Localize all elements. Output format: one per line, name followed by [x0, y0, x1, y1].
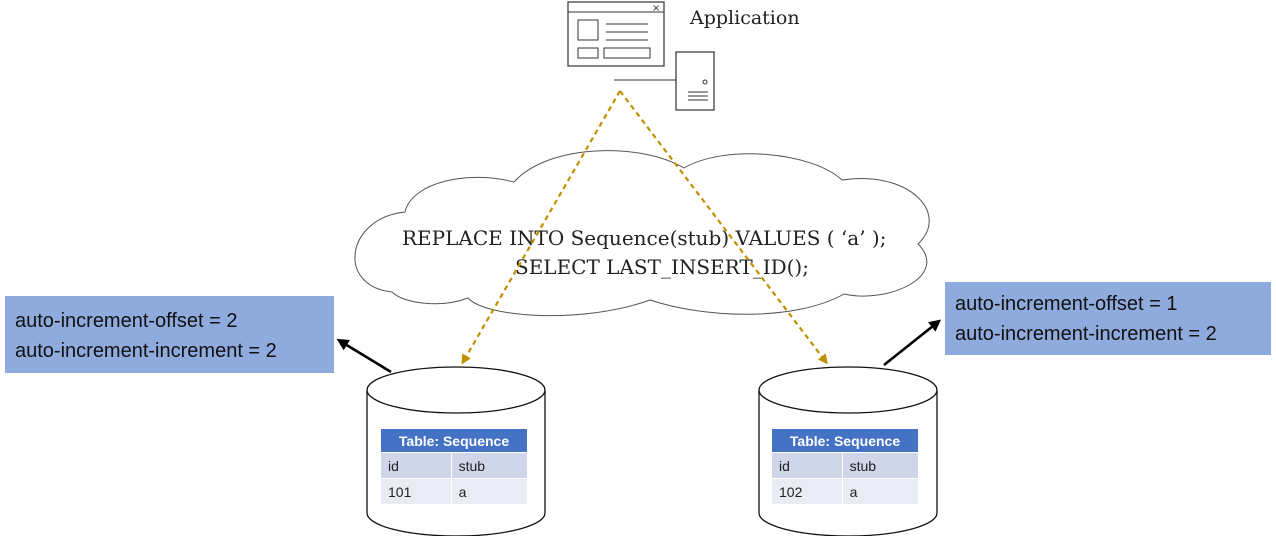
arrow-to-right-config	[883, 319, 942, 367]
right-row-id: 102	[771, 478, 843, 505]
right-table-title: Table: Sequence	[771, 428, 919, 453]
application-label: Application	[690, 7, 800, 29]
right-row-stub: a	[841, 478, 920, 505]
dashed-arrow-to-left-db	[461, 90, 621, 365]
right-sequence-table: Table: Sequence id stub 102 a	[771, 428, 920, 505]
right-column-id-header: id	[771, 452, 843, 479]
sql-cloud-shape	[354, 150, 930, 317]
application-server-icon: ×	[567, 1, 715, 111]
left-config-box: auto-increment-offset = 2 auto-increment…	[5, 296, 334, 373]
right-column-stub-header: stub	[841, 452, 920, 479]
left-column-stub-header: stub	[450, 452, 529, 479]
svg-text:×: ×	[652, 3, 660, 14]
left-sequence-table: Table: Sequence id stub 101 a	[380, 428, 529, 505]
dashed-arrow-to-right-db	[619, 90, 828, 365]
sql-line-select: SELECT LAST_INSERT_ID();	[515, 255, 809, 279]
left-offset-setting: auto-increment-offset = 2	[15, 310, 238, 332]
right-offset-setting: auto-increment-offset = 1	[955, 293, 1178, 315]
right-increment-setting: auto-increment-increment = 2	[955, 323, 1217, 345]
left-table-title: Table: Sequence	[380, 428, 528, 453]
left-increment-setting: auto-increment-increment = 2	[15, 340, 277, 362]
left-column-id-header: id	[380, 452, 452, 479]
table-row: 102 a	[771, 478, 920, 505]
sql-line-replace: REPLACE INTO Sequence(stub) VALUES ( ‘a’…	[402, 226, 886, 250]
right-config-box: auto-increment-offset = 1 auto-increment…	[945, 282, 1271, 355]
left-row-id: 101	[380, 478, 452, 505]
left-row-stub: a	[450, 478, 529, 505]
table-row: 101 a	[380, 478, 529, 505]
arrow-to-left-config	[336, 338, 392, 374]
